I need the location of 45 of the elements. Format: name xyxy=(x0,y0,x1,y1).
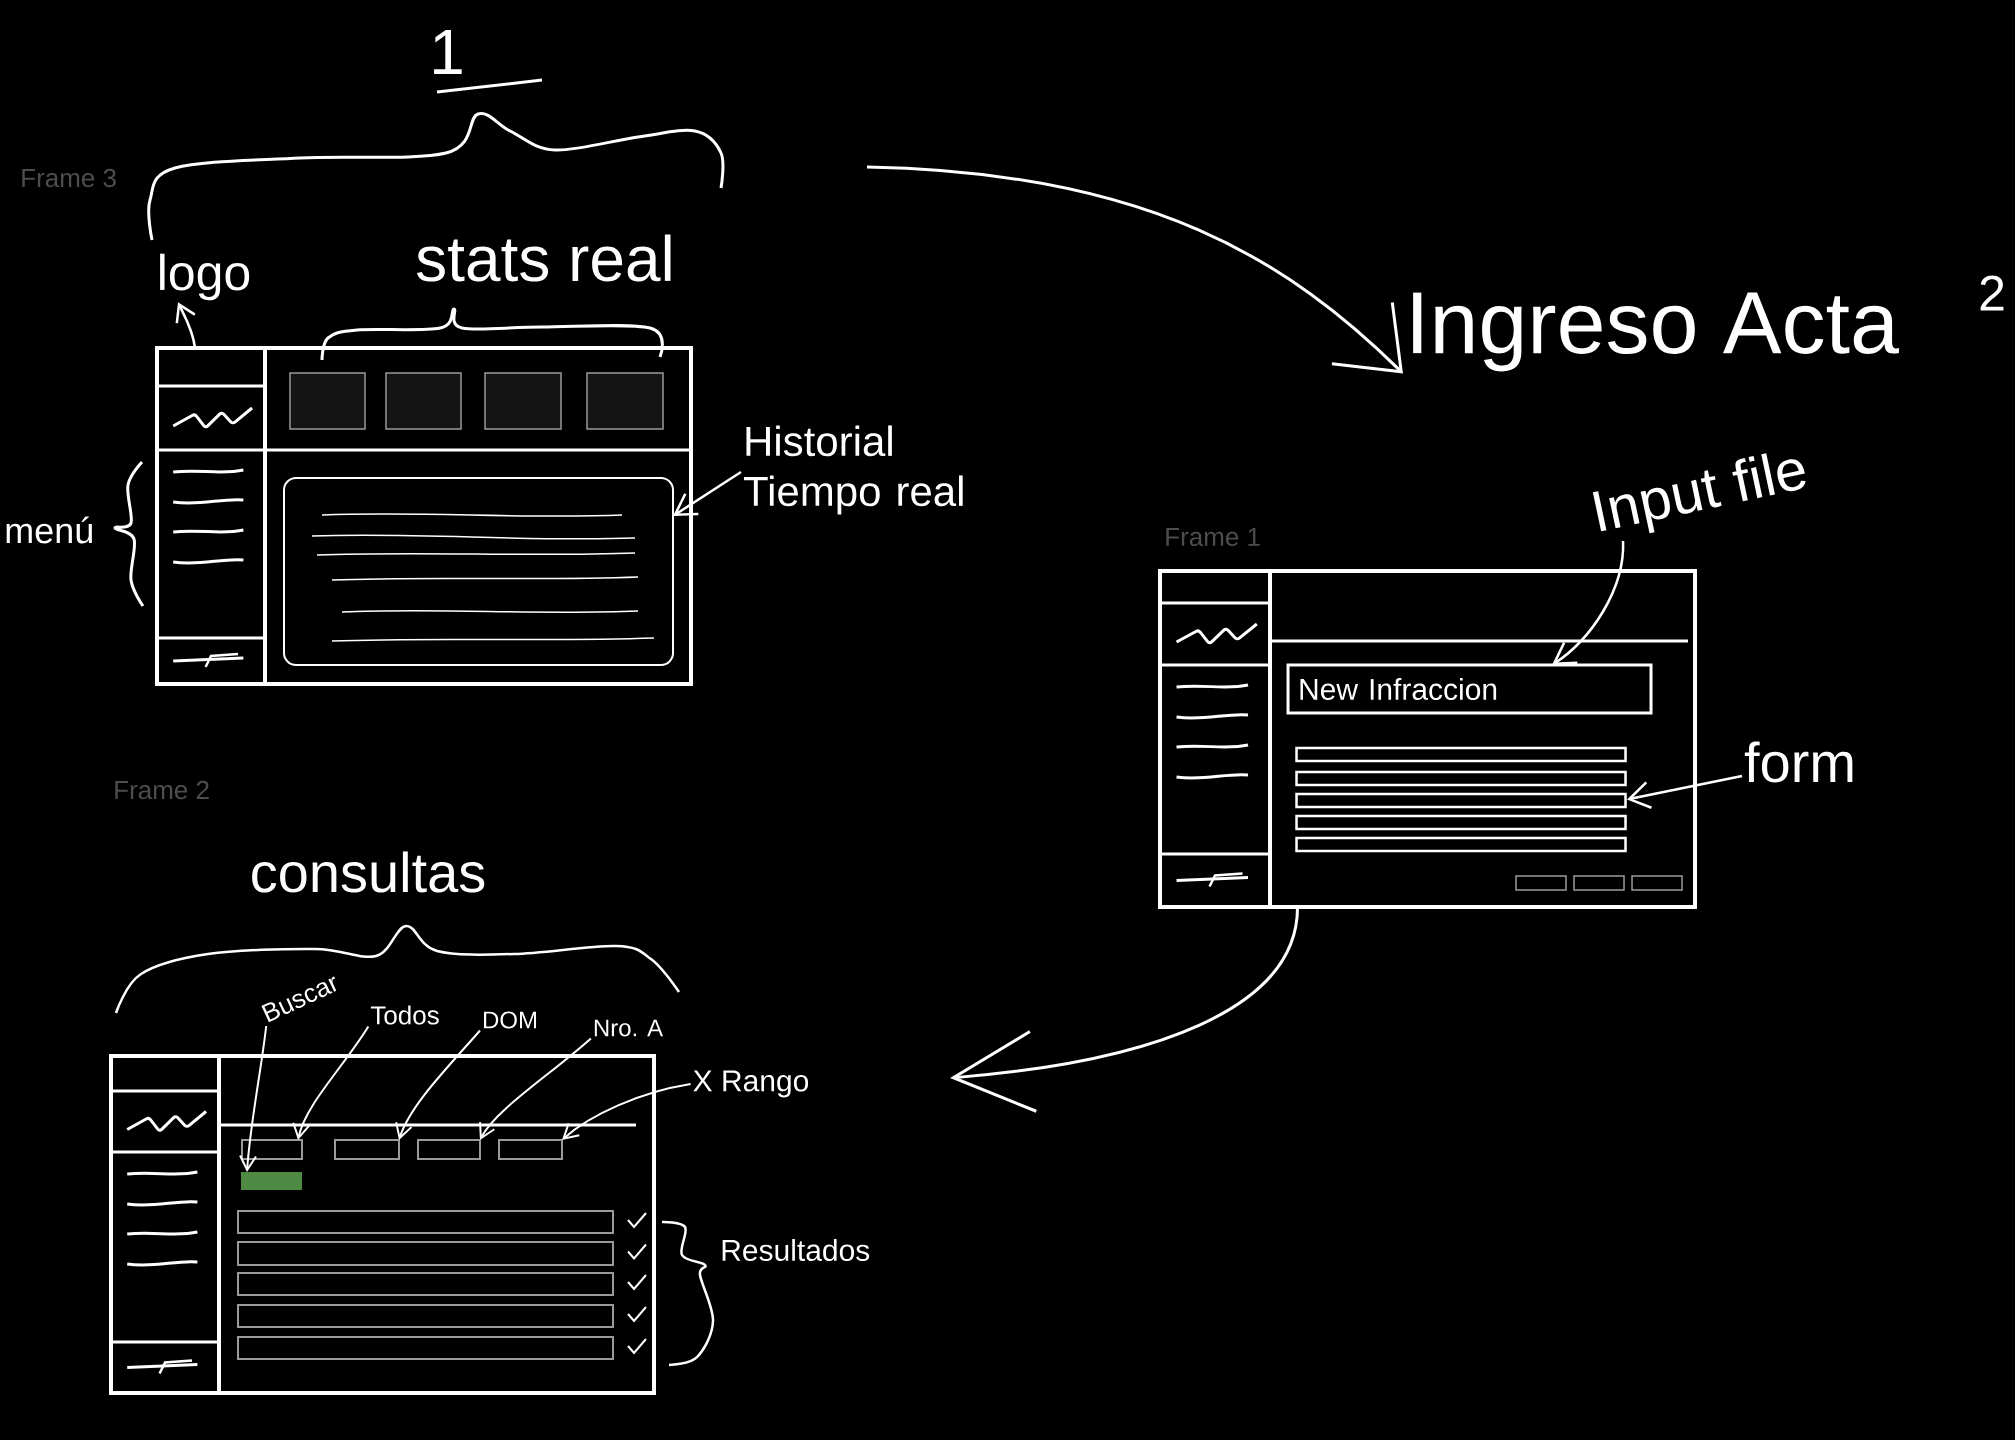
frame-label: Frame 1 xyxy=(1166,527,1260,547)
input-field xyxy=(334,1139,400,1160)
arrow xyxy=(950,906,1299,1113)
frame-label: Frame 2 xyxy=(115,780,209,800)
annotation: Nro. A xyxy=(594,1019,664,1037)
content-panel xyxy=(283,477,674,666)
annotation: menú xyxy=(6,516,92,544)
leader-line xyxy=(292,1025,370,1140)
button xyxy=(241,1172,302,1190)
heading: Ingreso Acta xyxy=(1413,292,1899,372)
stat-card xyxy=(289,372,366,430)
annotation: logo xyxy=(160,253,250,301)
annotation: form xyxy=(1744,741,1853,783)
wireframe-window xyxy=(109,1054,656,1395)
annotation: DOM xyxy=(484,1011,537,1029)
annotation: Input file xyxy=(1592,453,1806,534)
input-field xyxy=(498,1139,563,1160)
annotation: Todos xyxy=(370,1005,439,1025)
frame-label: Frame 3 xyxy=(22,168,116,188)
leader-line xyxy=(479,1037,592,1140)
leader-line xyxy=(673,470,742,516)
annotation: consultas xyxy=(252,851,485,893)
input-field xyxy=(417,1139,481,1160)
leader-line xyxy=(239,1025,268,1172)
stat-card xyxy=(484,372,562,430)
wireframe-window xyxy=(1158,569,1697,909)
stat-card xyxy=(385,372,462,430)
leader-line xyxy=(1627,774,1743,809)
leader-line xyxy=(175,302,197,349)
leader-line xyxy=(395,1029,481,1140)
annotation: stats real xyxy=(416,234,671,282)
leader-line xyxy=(562,1083,692,1140)
number-label: 1 xyxy=(434,30,462,74)
stat-card xyxy=(586,372,664,430)
wireframe-window xyxy=(155,346,693,686)
annotation: X Rango xyxy=(693,1070,809,1098)
input-field xyxy=(241,1139,303,1160)
annotation: Resultados xyxy=(722,1239,870,1262)
number-label: 2 xyxy=(1980,275,2004,311)
annotation: Historial Tiempo real xyxy=(743,425,963,515)
form-fields xyxy=(1295,746,1627,853)
input-field: New Infraccion xyxy=(1286,663,1653,715)
sidebar-cell xyxy=(155,346,267,388)
leader-line xyxy=(1552,541,1625,665)
arrow xyxy=(866,165,1403,374)
